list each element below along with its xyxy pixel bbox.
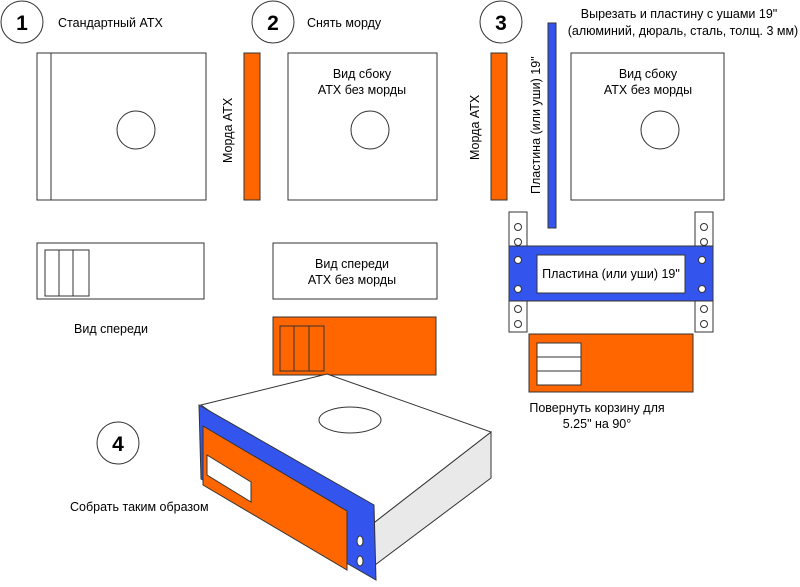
atx-side-view-no-face	[287, 52, 438, 201]
step-3-marker: 3	[479, 0, 523, 44]
step-1-marker: 1	[0, 0, 44, 44]
rotate-label-line2: 5.25" на 90°	[563, 417, 631, 431]
step-4-marker: 4	[96, 421, 140, 465]
standard-atx-front-view	[36, 242, 205, 300]
atx-side-view-no-face-step3	[570, 52, 725, 201]
rotated-drive-bay-panel	[528, 333, 694, 393]
atx-faceplate-step3	[490, 52, 508, 201]
rotate-label-line1: Повернуть корзину для	[529, 401, 664, 415]
plate-side-view	[547, 22, 557, 229]
step-3-number: 3	[495, 12, 507, 35]
atx-faceplate	[243, 52, 261, 201]
side-view-label-line1: Вид сбоку	[333, 67, 392, 81]
step-1-number: 1	[16, 12, 28, 35]
step-1-title: Стандартный АТХ	[58, 16, 163, 30]
step-4-title: Собрать таким образом	[70, 500, 209, 514]
front-view-no-face-line1: Вид спереди	[315, 257, 389, 271]
step-4-number: 4	[112, 433, 124, 456]
atx-front-view-no-face	[272, 242, 438, 300]
standard-atx-side-view	[36, 52, 207, 201]
front-view-no-face-line2: АТХ без морды	[308, 273, 396, 287]
side-view-step3-line2: АТХ без морды	[604, 83, 692, 97]
atx-faceplate-label: Морда АТХ	[221, 97, 235, 163]
step-2-title: Снять морду	[307, 16, 382, 30]
atx-faceplate-step3-label: Морда АТХ	[468, 94, 482, 160]
front-view-label: Вид спереди	[74, 322, 148, 336]
rack-plate-label: Пластина (или уши) 19"	[542, 267, 680, 281]
side-view-label-line2: АТХ без морды	[318, 83, 406, 97]
assembled-case-isometric	[198, 373, 493, 581]
step-2-number: 2	[267, 12, 279, 35]
plate-side-view-label: Пластина (или уши) 19"	[529, 56, 543, 194]
side-view-step3-line1: Вид сбоку	[619, 67, 678, 81]
step-3-title: Вырезать и пластину с ушами 19"	[581, 7, 777, 21]
rack-plate-19	[508, 245, 714, 302]
step-3-subtitle: (алюминий, дюраль, сталь, толщ. 3 мм)	[568, 24, 798, 38]
step-2-marker: 2	[251, 0, 295, 44]
orange-front-panel	[272, 316, 437, 376]
